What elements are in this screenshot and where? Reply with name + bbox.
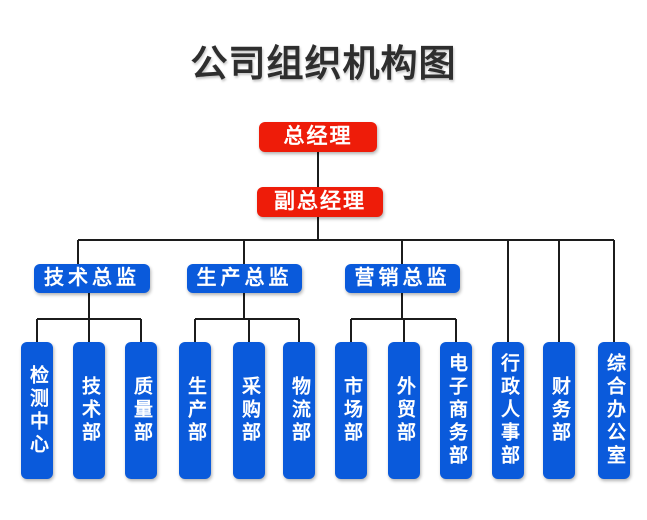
node-general-manager: 总经理 — [259, 122, 377, 152]
node-technical-director: 技术总监 — [34, 264, 150, 293]
dept-production: 生产部 — [179, 342, 211, 479]
dept-purchasing: 采购部 — [233, 342, 265, 479]
dept-foreign-trade: 外贸部 — [388, 342, 420, 479]
node-marketing-director: 营销总监 — [345, 264, 460, 293]
dept-ecommerce: 电子商务部 — [440, 342, 472, 479]
dept-admin-hr: 行政人事部 — [492, 342, 524, 479]
dept-finance: 财务部 — [543, 342, 575, 479]
dept-quality: 质量部 — [125, 342, 157, 479]
dept-marketing: 市场部 — [335, 342, 367, 479]
dept-general-office: 综合办公室 — [598, 342, 630, 479]
dept-technology: 技术部 — [73, 342, 105, 479]
dept-testing-center: 检测中心 — [21, 342, 53, 479]
page-title: 公司组织机构图 — [190, 43, 457, 84]
connector-path — [36, 152, 615, 343]
node-production-director: 生产总监 — [187, 264, 302, 293]
node-deputy-general-manager: 副总经理 — [257, 187, 383, 217]
dept-logistics: 物流部 — [283, 342, 315, 479]
